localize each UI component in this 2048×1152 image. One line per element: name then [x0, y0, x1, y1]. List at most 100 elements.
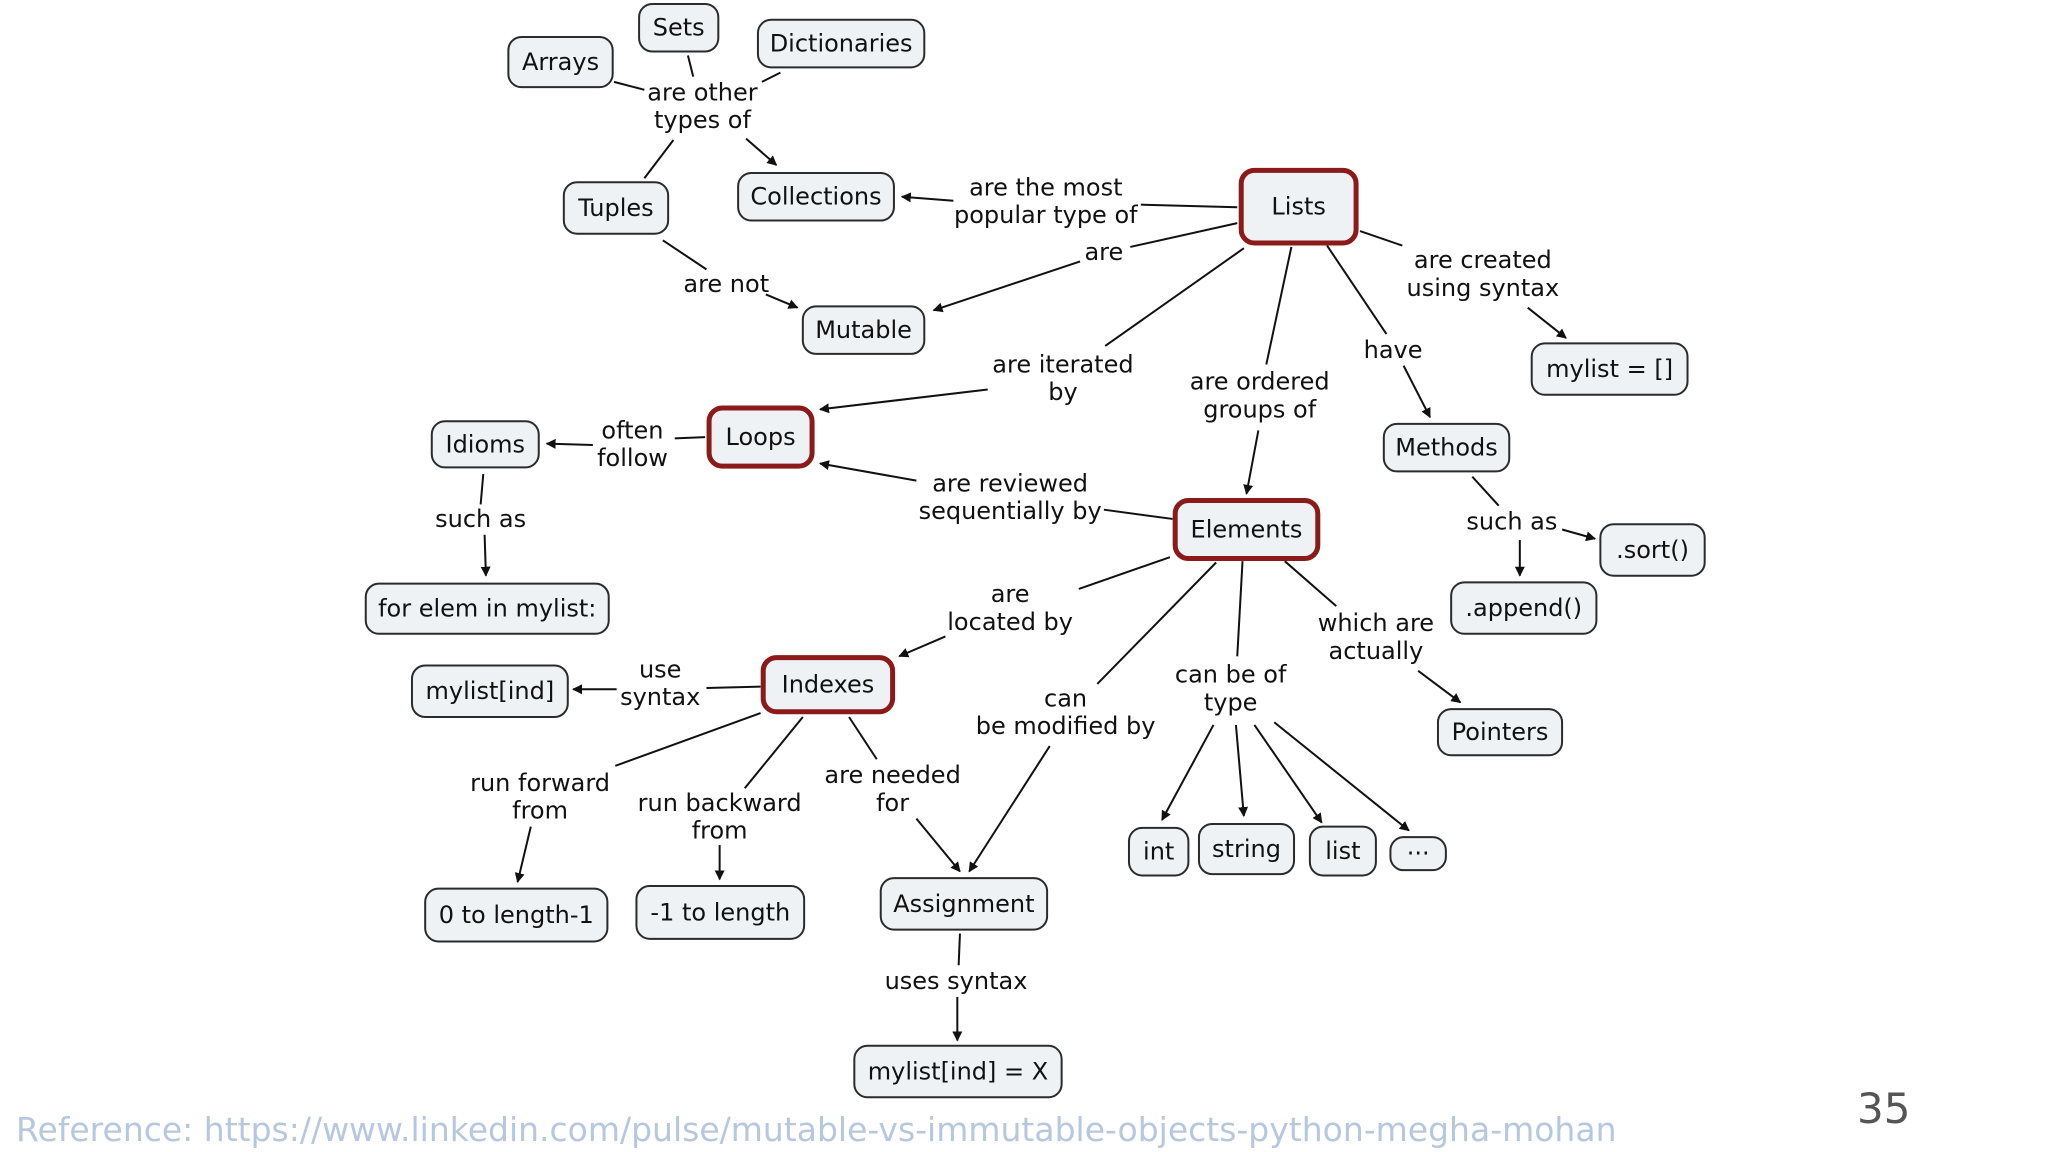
concept-indexes: Indexes	[760, 655, 896, 715]
line-connector	[706, 685, 761, 689]
arrow-connector	[968, 745, 1051, 873]
concept-label: list	[1325, 837, 1360, 865]
arrow-connector	[1253, 724, 1323, 824]
line-connector	[613, 80, 645, 91]
link-label-are-iterated-by: are iterated	[992, 350, 1133, 378]
link-label-are-not: are not	[683, 270, 769, 298]
line-connector	[1284, 560, 1337, 607]
line-connector	[614, 712, 761, 767]
arrow-connector	[932, 260, 1081, 313]
concept-label: 0 to length-1	[439, 901, 594, 929]
arrow-connector	[1417, 669, 1462, 704]
page-number: 35	[1857, 1084, 1911, 1133]
arrow-connector	[898, 635, 946, 658]
link-label-are-other-types-of: are other	[647, 78, 758, 106]
concept-label: Sets	[653, 14, 705, 42]
link-label-are-located-by: are	[991, 580, 1030, 608]
link-label-are-reviewed-sequentially-by: are reviewed	[932, 469, 1088, 497]
concept-assignment: Assignment	[879, 877, 1049, 931]
concept-label: Indexes	[782, 671, 875, 699]
link-label-are-created-using-syntax: are created	[1414, 246, 1552, 274]
concept-pointers: Pointers	[1436, 708, 1564, 757]
concept-label: Pointers	[1452, 718, 1549, 746]
line-connector	[957, 933, 961, 966]
concept-label: Mutable	[815, 316, 912, 344]
concept-elements: Elements	[1172, 497, 1321, 562]
concept-for-elem: for elem in mylist:	[364, 582, 610, 635]
arrow-connector	[819, 460, 917, 482]
concept-label: Lists	[1271, 193, 1325, 221]
arrow-connector	[1161, 724, 1215, 821]
arrow-connector	[1561, 528, 1597, 542]
concept-label: Tuples	[577, 194, 653, 222]
concept-label: .append()	[1465, 594, 1582, 622]
link-label-can-be-of-type: can be of	[1175, 661, 1287, 689]
line-connector	[1471, 476, 1500, 507]
concept-label: mylist[ind] = X	[868, 1058, 1048, 1086]
line-connector	[1104, 247, 1245, 347]
concept-label: ···	[1407, 840, 1430, 868]
arrow-connector	[915, 818, 961, 873]
concept-lists: Lists	[1238, 167, 1359, 246]
concept-methods: Methods	[1382, 422, 1511, 473]
link-label-are-the-most-popular-type-of: popular type of	[954, 201, 1138, 229]
concept-label: mylist[ind]	[426, 677, 555, 705]
concept-idioms: Idioms	[430, 420, 540, 469]
arrow-connector	[818, 388, 988, 414]
arrow-connector	[900, 192, 954, 203]
line-connector	[743, 716, 804, 789]
arrow-connector	[514, 826, 532, 884]
concept-mutable: Mutable	[801, 305, 926, 355]
concept-ellipsis: ···	[1389, 836, 1447, 872]
arrow-connector	[1402, 365, 1431, 419]
link-label-which-are-actually: actually	[1329, 637, 1424, 665]
concept-label: int	[1143, 838, 1174, 866]
link-label-are-reviewed-sequentially-by: sequentially by	[919, 497, 1102, 525]
line-connector	[479, 473, 485, 505]
line-connector	[1130, 222, 1238, 248]
link-label-have: have	[1364, 336, 1423, 364]
concept-dictionaries: Dictionaries	[756, 18, 926, 69]
line-connector	[674, 436, 706, 440]
line-connector	[1265, 246, 1293, 365]
link-label-are-ordered-groups-of: are ordered	[1190, 368, 1330, 396]
concept-label: Collections	[750, 183, 881, 211]
concept-label: Elements	[1191, 515, 1303, 543]
link-label-are: are	[1084, 238, 1123, 266]
line-connector	[643, 139, 675, 179]
link-label-can-be-of-type: type	[1204, 688, 1258, 716]
link-label-use-syntax: use	[639, 655, 681, 683]
link-label-uses-syntax: uses syntax	[885, 967, 1028, 995]
link-label-run-backward-from: from	[692, 817, 748, 845]
link-label-such-as-idioms: such as	[435, 505, 526, 533]
link-label-are-created-using-syntax: using syntax	[1407, 274, 1560, 302]
concept-label: -1 to length	[650, 898, 790, 926]
concept-string: string	[1197, 822, 1296, 876]
concept-append: .append()	[1450, 581, 1598, 635]
concept-arrays: Arrays	[507, 35, 614, 89]
concept-zero-to-length: 0 to length-1	[424, 887, 609, 943]
link-label-can-be-modified-by: can	[1044, 685, 1087, 713]
concept-label: for elem in mylist:	[378, 595, 596, 623]
concept-label: Assignment	[893, 890, 1034, 918]
concept-label: Idioms	[445, 430, 525, 458]
concept-mylist-empty: mylist = []	[1530, 342, 1689, 396]
arrow-connector	[765, 293, 799, 309]
concept-mylist-ind-assign: mylist[ind] = X	[853, 1044, 1063, 1099]
arrow-connector	[480, 534, 491, 577]
reference-link[interactable]: Reference: https://www.linkedin.com/puls…	[16, 1110, 1617, 1149]
link-label-are-iterated-by: by	[1048, 378, 1077, 406]
concept-collections: Collections	[737, 171, 895, 222]
link-label-run-forward-from: run forward	[470, 769, 610, 797]
line-connector	[1140, 203, 1238, 209]
link-label-such-as-methods: such as	[1466, 508, 1557, 536]
concept-label: mylist = []	[1546, 355, 1673, 383]
line-connector	[662, 239, 707, 271]
link-label-use-syntax: syntax	[620, 683, 700, 711]
link-label-can-be-modified-by: be modified by	[976, 712, 1156, 740]
line-connector	[1103, 508, 1173, 520]
concept-label: Loops	[726, 423, 796, 451]
concept-tuples: Tuples	[562, 181, 670, 235]
concept-sets: Sets	[638, 2, 720, 53]
link-label-are-needed-for: for	[876, 789, 909, 817]
